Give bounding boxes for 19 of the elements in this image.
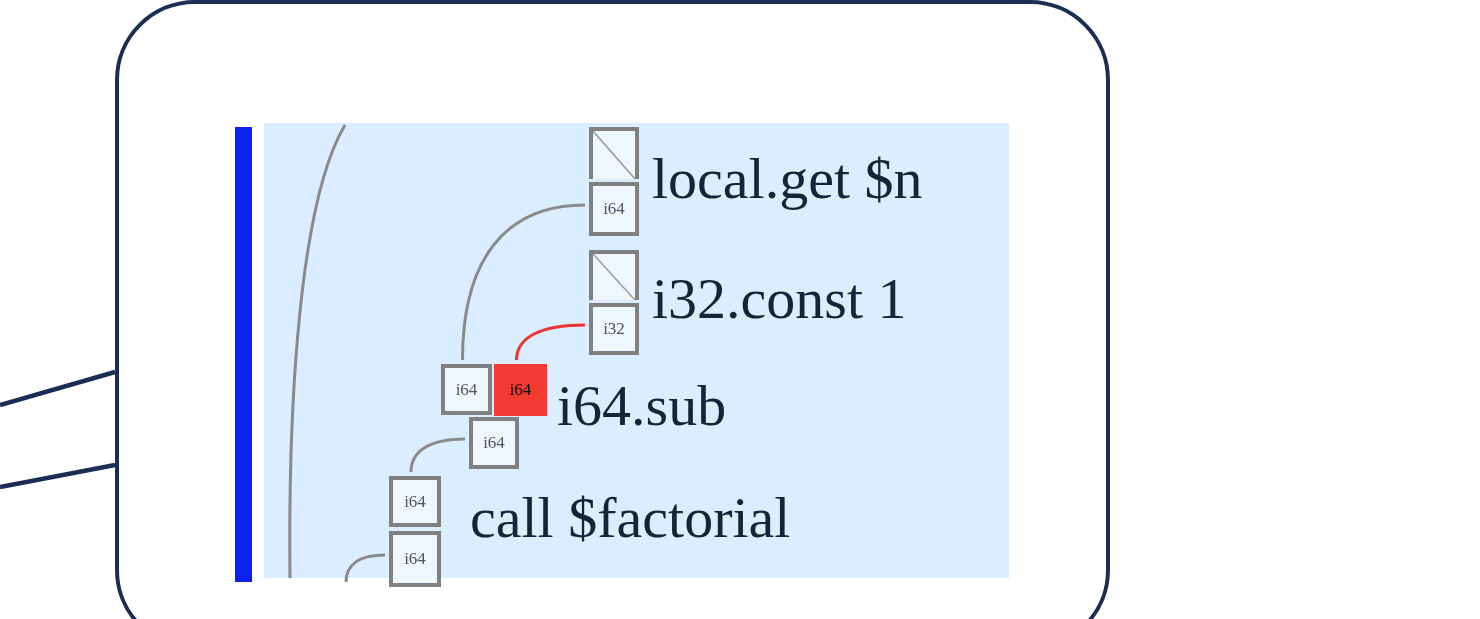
type-box: i64 — [389, 531, 441, 587]
empty-slot-box — [589, 127, 639, 179]
highlighted-type-box: i64 — [494, 364, 547, 416]
stack-connector — [461, 203, 586, 361]
instruction-text: call $factorial — [470, 489, 791, 547]
selection-bar — [235, 127, 252, 582]
type-box: i64 — [389, 476, 441, 527]
type-box: i64 — [589, 182, 639, 236]
type-box: i32 — [589, 303, 639, 355]
type-box: i64 — [441, 364, 492, 415]
instruction-text: i32.const 1 — [652, 270, 907, 328]
empty-slot-box — [589, 250, 639, 300]
type-box: i64 — [469, 417, 519, 469]
callout-box — [115, 0, 1110, 619]
stack-connector — [515, 323, 586, 361]
instruction-text: local.get $n — [652, 150, 923, 208]
stack-connector — [344, 553, 386, 583]
instruction-text: i64.sub — [557, 377, 727, 435]
stack-connector — [409, 437, 466, 473]
